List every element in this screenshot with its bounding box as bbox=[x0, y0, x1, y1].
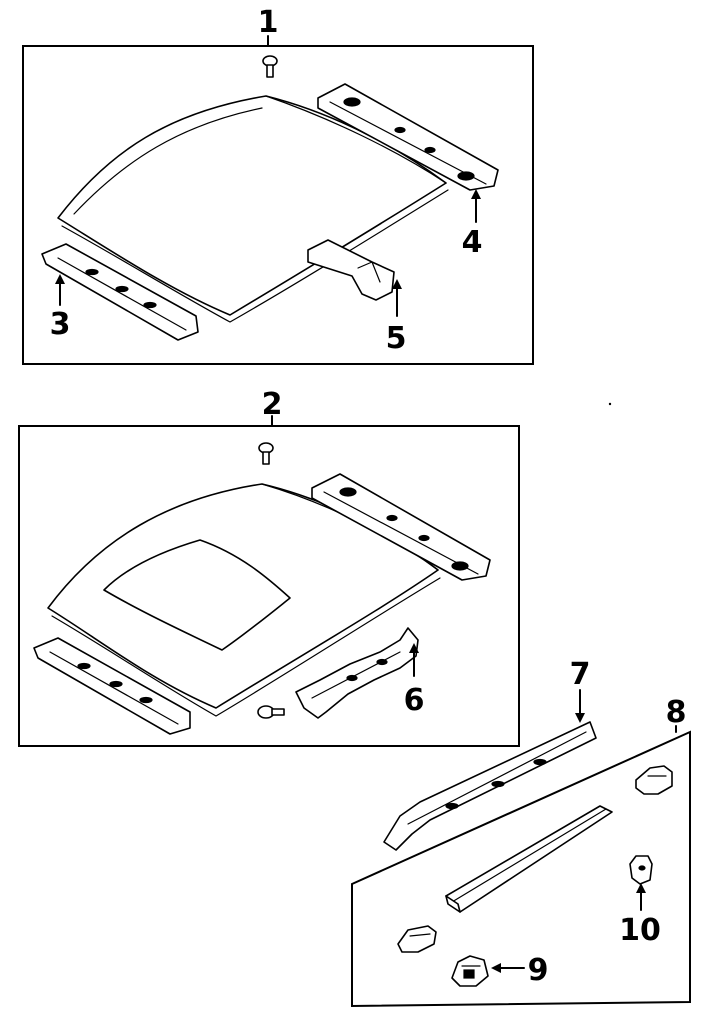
roof-molding-strip-part bbox=[445, 805, 613, 913]
molding-clip-part-9 bbox=[451, 955, 489, 987]
group-8-molding-kit: 8 10 9 bbox=[351, 695, 691, 1008]
sunroof-opening bbox=[103, 539, 291, 651]
roof-side-rail-group: 7 bbox=[383, 657, 597, 851]
roof-side-rail-part bbox=[383, 721, 597, 851]
callout-8: 8 bbox=[666, 695, 687, 730]
group-2-roof-panel-sunroof: 2 bbox=[18, 387, 520, 747]
roof-panel-part bbox=[57, 95, 449, 323]
callout-5: 5 bbox=[386, 321, 407, 356]
callout-10: 10 bbox=[619, 913, 661, 948]
callout-2: 2 bbox=[262, 387, 283, 422]
roof-bolt-icon bbox=[258, 442, 274, 465]
rear-roof-rail-part bbox=[317, 83, 499, 191]
retainer-clip-icon bbox=[257, 705, 285, 719]
roof-bolt-icon bbox=[262, 55, 278, 78]
callout-9: 9 bbox=[528, 953, 549, 988]
front-roof-rail-part bbox=[33, 637, 191, 735]
callout-3: 3 bbox=[50, 307, 71, 342]
group-1-roof-panel: 1 3 bbox=[22, 5, 534, 365]
sunroof-roof-panel-part bbox=[47, 483, 441, 717]
stray-dot bbox=[608, 402, 612, 406]
group-2-frame bbox=[18, 425, 520, 747]
callout-1: 1 bbox=[258, 5, 279, 40]
callout-7: 7 bbox=[570, 657, 591, 692]
molding-end-cap-part bbox=[397, 925, 437, 953]
front-roof-rail-part bbox=[41, 243, 199, 341]
molding-end-cap-part bbox=[635, 765, 673, 795]
callout-6: 6 bbox=[404, 683, 425, 718]
sunroof-bracket-part bbox=[295, 627, 419, 719]
molding-clip-part-10 bbox=[629, 855, 653, 885]
roof-side-bracket-part bbox=[307, 239, 395, 301]
callout-4: 4 bbox=[462, 225, 483, 260]
group-8-frame bbox=[351, 730, 691, 1008]
rear-roof-rail-part bbox=[311, 473, 491, 581]
group-1-frame bbox=[22, 45, 534, 365]
